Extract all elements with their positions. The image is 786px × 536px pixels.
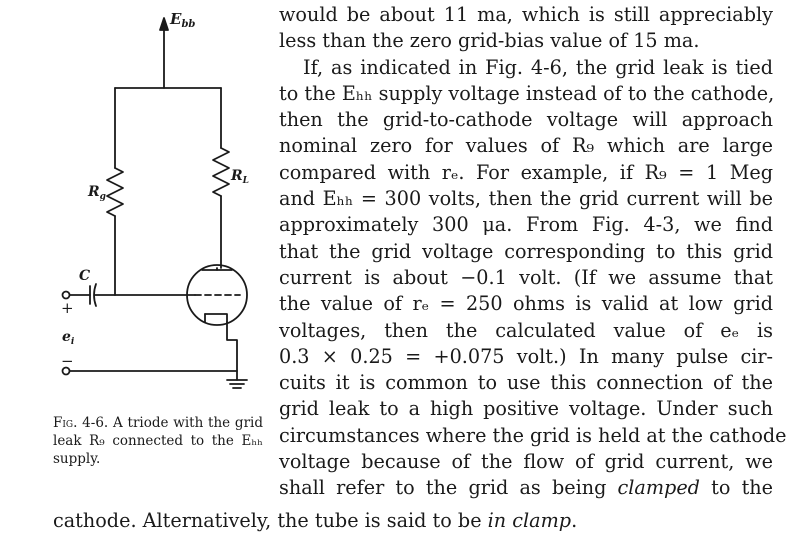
text-line: 0.3 × 0.25 = +0.075 volt.) In many pulse… (279, 344, 773, 368)
body-text-column: would be about 11 ma, which is still app… (279, 2, 786, 502)
final-line-start: cathode. Alternatively, the tube is said… (53, 509, 488, 532)
ei-label: ei (62, 329, 75, 347)
text-line: voltages, then the calculated value of e… (279, 318, 773, 342)
text-line: current is about −0.1 volt. (If we assum… (279, 265, 773, 289)
plus-label: + (61, 299, 74, 317)
text-line: then the grid-to-cathode voltage will ap… (279, 108, 773, 132)
body-text-final-line: cathode. Alternatively, the tube is said… (53, 508, 773, 534)
rg-resistor (106, 167, 124, 217)
text-line: circumstances where the grid is held at … (279, 423, 786, 447)
capacitor-plate-right (93, 283, 97, 307)
text-line: less than the zero grid-bias value of 15… (279, 29, 700, 53)
text-line: and Eₕₕ = 300 volts, then the grid curre… (279, 187, 773, 211)
text-line: would be about 11 ma, which is still app… (279, 3, 773, 26)
final-line-emphasis: in clamp (487, 509, 572, 532)
rl-label: RL (230, 168, 249, 186)
figure-caption: Fig. 4-6. A triode with the grid leak R₉… (53, 414, 263, 468)
text-line: voltage because of the flow of grid curr… (279, 450, 773, 474)
cathode-wire (226, 321, 238, 381)
text-line: grid leak to a high positive voltage. Un… (279, 397, 773, 421)
supply-arrow (159, 17, 169, 31)
text-line: compared with rₑ. For example, if R₉ = 1… (279, 160, 773, 184)
minus-label: − (61, 352, 74, 370)
triode-circuit-figure: Ebb Rg RL C + ei − (61, 10, 249, 389)
text-line: shall refer to the grid as being clamped… (279, 476, 773, 500)
text-line: to the Eₕₕ supply voltage instead of to … (279, 81, 775, 105)
caption-text: A triode with the grid leak R₉ connected… (53, 415, 263, 467)
c-label: C (79, 268, 90, 284)
text-line: the value of rₑ = 250 ohms is valid at l… (279, 292, 773, 316)
ground-symbol (226, 379, 248, 389)
text-line: If, as indicated in Fig. 4-6, the grid l… (303, 55, 773, 79)
input-terminal-top (61, 290, 71, 300)
text-line: cuits it is common to use this connectio… (279, 371, 773, 395)
rl-resistor (212, 147, 230, 197)
final-line-end: . (571, 509, 578, 532)
rg-label: Rg (87, 184, 106, 202)
text-line: nominal zero for values of R₉ which are … (279, 134, 773, 158)
supply-label: Ebb (169, 10, 195, 30)
triode-cathode (204, 313, 228, 323)
caption-figure-number: Fig. 4-6. (53, 415, 109, 431)
emphasis-clamped: clamped (617, 476, 700, 500)
text-line: that the grid voltage corresponding to t… (279, 239, 773, 263)
text-line: approximately 300 μa. From Fig. 4-3, we … (279, 213, 773, 237)
